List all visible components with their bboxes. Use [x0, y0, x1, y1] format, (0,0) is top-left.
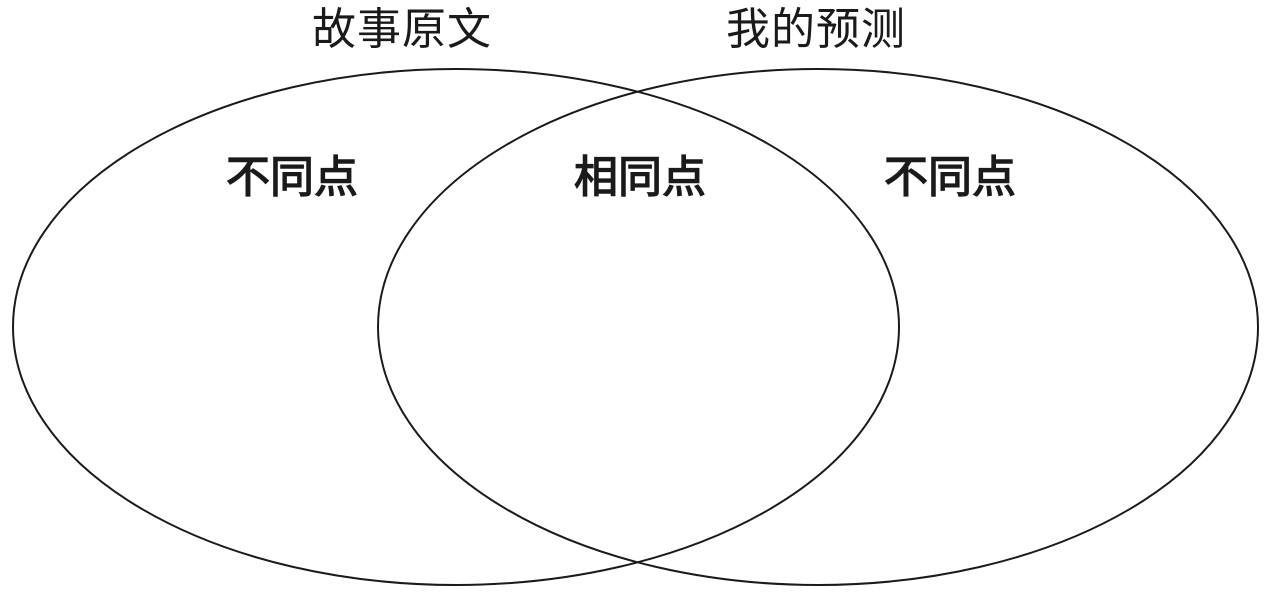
- right-only-region-label: 不同点: [884, 152, 1016, 203]
- left-ellipse: [12, 68, 900, 586]
- intersection-region-label: 相同点: [574, 152, 706, 203]
- right-set-title: 我的预测: [726, 4, 906, 55]
- left-only-region-label: 不同点: [226, 152, 358, 203]
- right-ellipse: [377, 68, 1259, 586]
- left-set-title: 故事原文: [312, 4, 492, 55]
